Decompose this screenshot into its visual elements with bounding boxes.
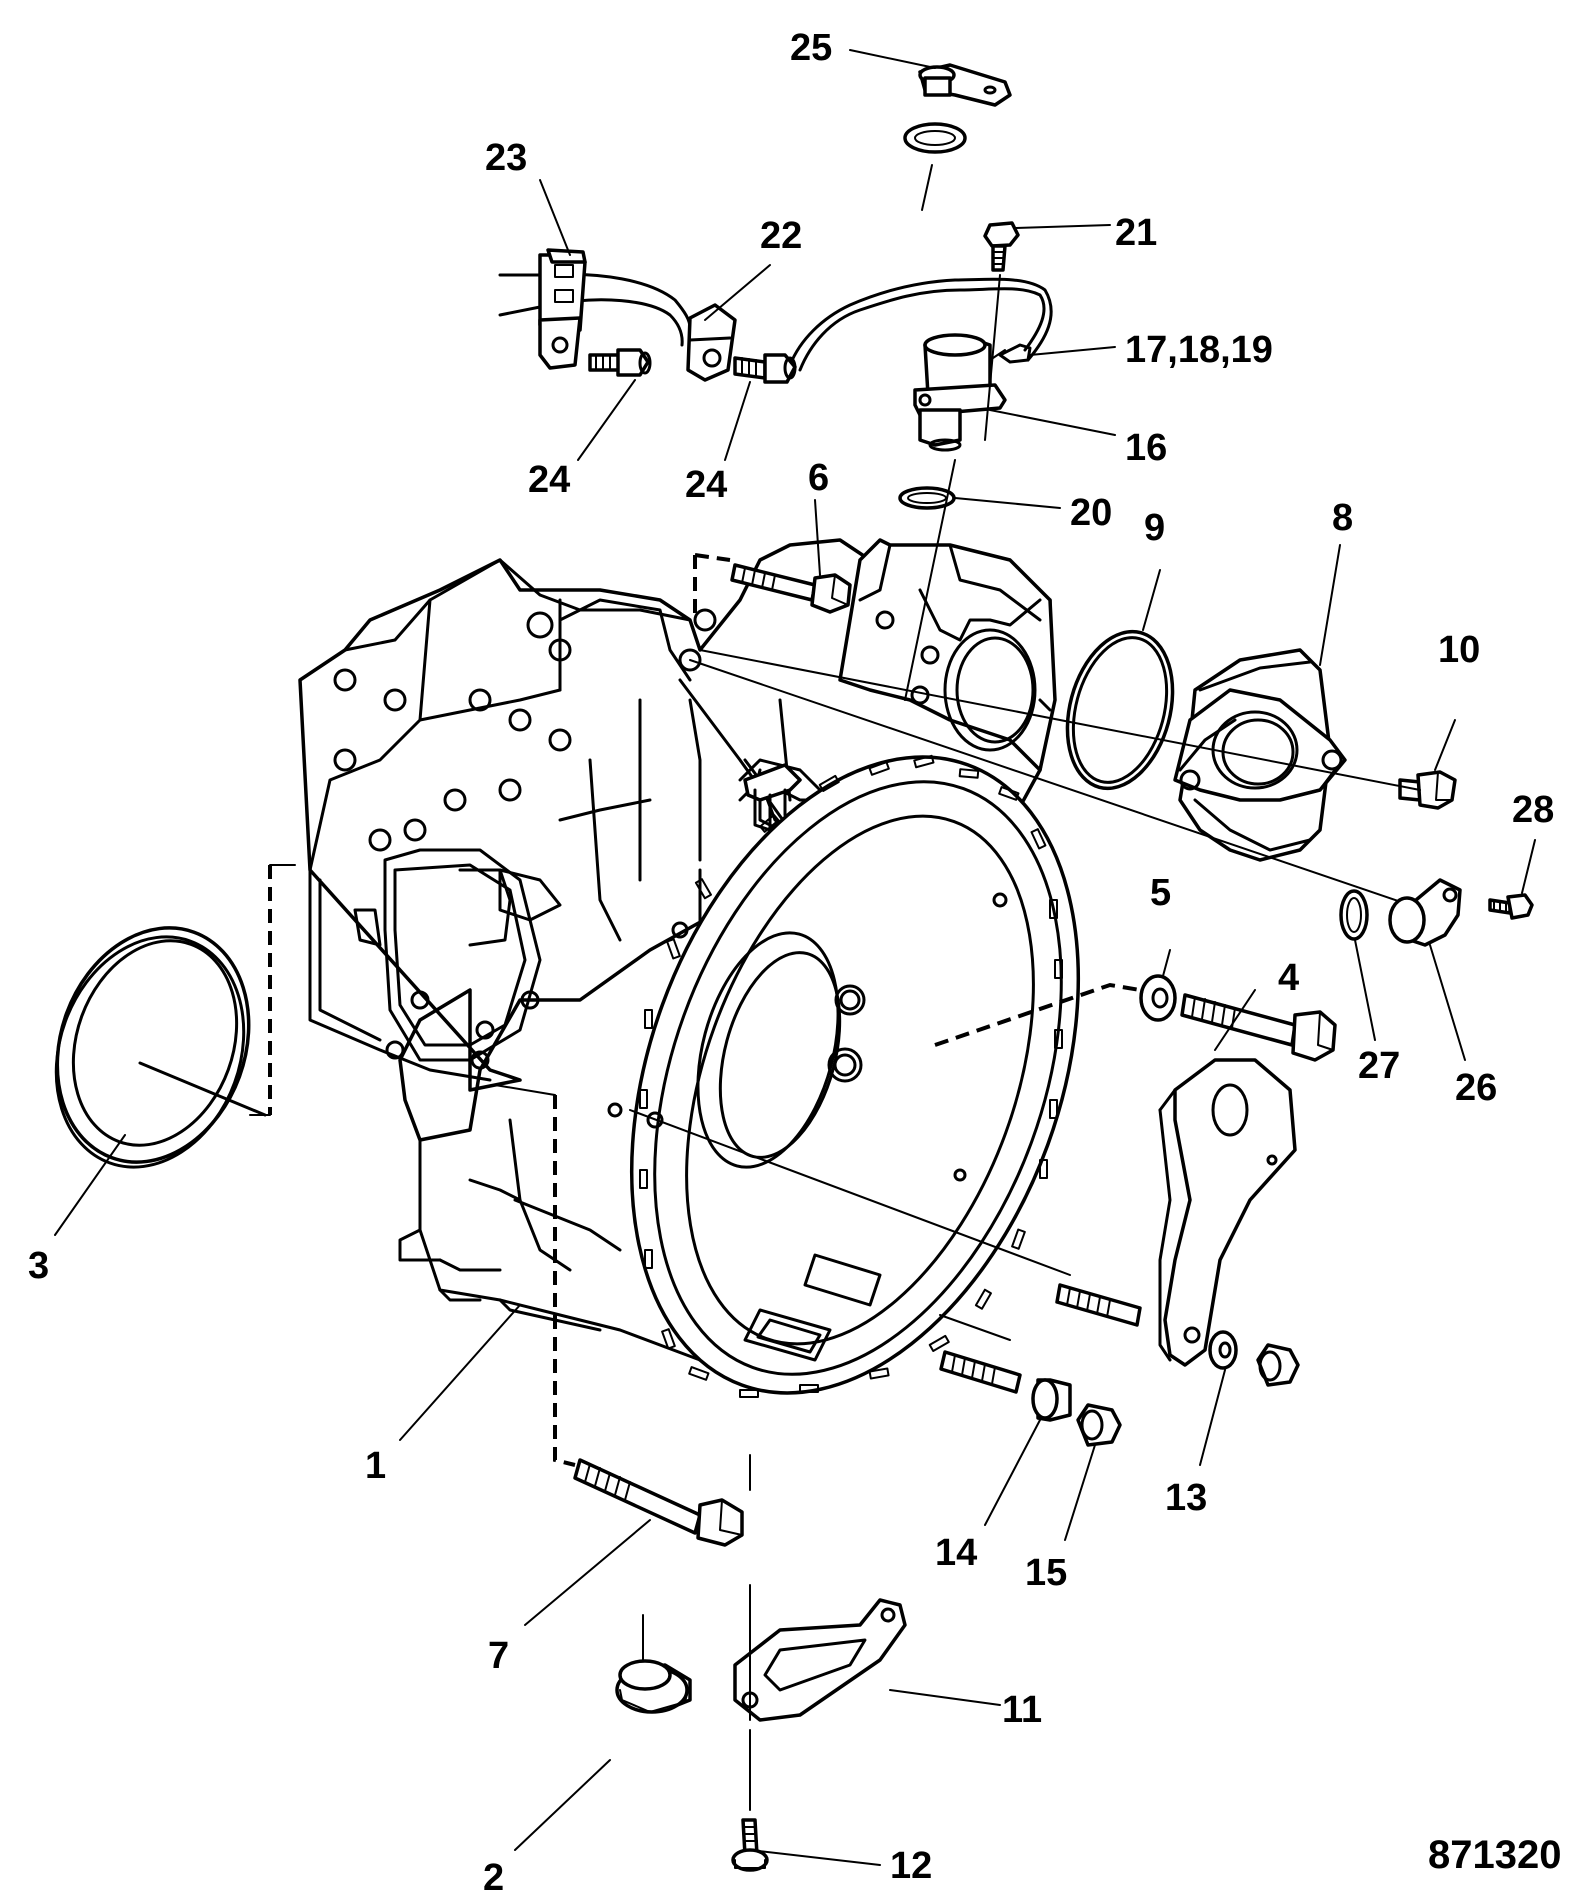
sensor-16: [913, 333, 1007, 452]
callout-21: 21: [1115, 212, 1157, 254]
clip-23: [538, 248, 587, 370]
bolt-10: [1398, 770, 1457, 810]
callout-labels: 1 2 3 4 5 6 7 8 9 10 11 12 13 14 15 16 1…: [28, 27, 1561, 1890]
o-ring-20: [898, 486, 956, 510]
stud-right: [1055, 1283, 1142, 1327]
bolt-4: [1180, 993, 1337, 1062]
callout-15: 15: [1025, 1552, 1067, 1594]
nut-right: [1256, 1343, 1300, 1387]
nut-15: [1076, 1403, 1122, 1447]
plug-2: [615, 1659, 692, 1714]
lift-bracket: [1158, 1058, 1297, 1367]
washer-5: [1139, 974, 1177, 1022]
cover-plate-11: [733, 1598, 907, 1722]
bell-flange: [607, 754, 1081, 1398]
cover-plate-8: [1173, 648, 1347, 862]
callout-11: 11: [1002, 1689, 1042, 1731]
callout-28: 28: [1512, 789, 1554, 831]
o-ring-25: [903, 122, 967, 154]
callout-5: 5: [1150, 872, 1171, 914]
callout-17-18-19: 17,18,19: [1125, 329, 1273, 371]
callout-12: 12: [890, 1845, 932, 1887]
callout-10: 10: [1438, 629, 1480, 671]
spacer-14: [1031, 1378, 1072, 1422]
callout-13: 13: [1165, 1477, 1207, 1519]
callout-9: 9: [1144, 507, 1165, 549]
callout-24-left: 24: [528, 459, 570, 501]
callout-25: 25: [790, 27, 832, 69]
callout-24-right: 24: [685, 464, 727, 506]
callout-6: 6: [808, 457, 829, 499]
callout-1: 1: [365, 1445, 386, 1487]
clip-22: [686, 303, 737, 382]
callout-8: 8: [1332, 497, 1353, 539]
sensor-25: [918, 63, 1012, 107]
cable-harness: [498, 272, 692, 347]
bolt-24b: [733, 353, 797, 384]
washer-13: [1208, 1330, 1238, 1370]
callout-26: 26: [1455, 1067, 1497, 1109]
bolt-24a: [588, 348, 652, 377]
stud-lower: [939, 1350, 1022, 1394]
screw-12: [731, 1818, 769, 1872]
callout-22: 22: [760, 215, 802, 257]
sensor-cable: [788, 277, 1053, 372]
callout-4: 4: [1278, 957, 1299, 999]
callout-7: 7: [488, 1635, 509, 1677]
ring-27: [1339, 889, 1369, 941]
seal-ring: [54, 926, 267, 1169]
screw-28: [1488, 893, 1534, 920]
o-ring-9: [1065, 629, 1175, 791]
flange-slots: [639, 754, 1063, 1398]
bolt-6: [730, 563, 852, 614]
callout-20: 20: [1070, 492, 1112, 534]
callout-27: 27: [1358, 1045, 1400, 1087]
bolt-21: [983, 221, 1020, 272]
leader-lines: [54, 49, 1536, 1866]
callout-3: 3: [28, 1245, 49, 1287]
figure-reference-number: 871320: [1428, 1833, 1561, 1877]
bracket-26: [1388, 878, 1462, 947]
callout-2: 2: [483, 1857, 504, 1890]
callout-16: 16: [1125, 427, 1167, 469]
callout-23: 23: [485, 137, 527, 179]
callout-14: 14: [935, 1532, 977, 1574]
bolt-7: [573, 1458, 744, 1547]
